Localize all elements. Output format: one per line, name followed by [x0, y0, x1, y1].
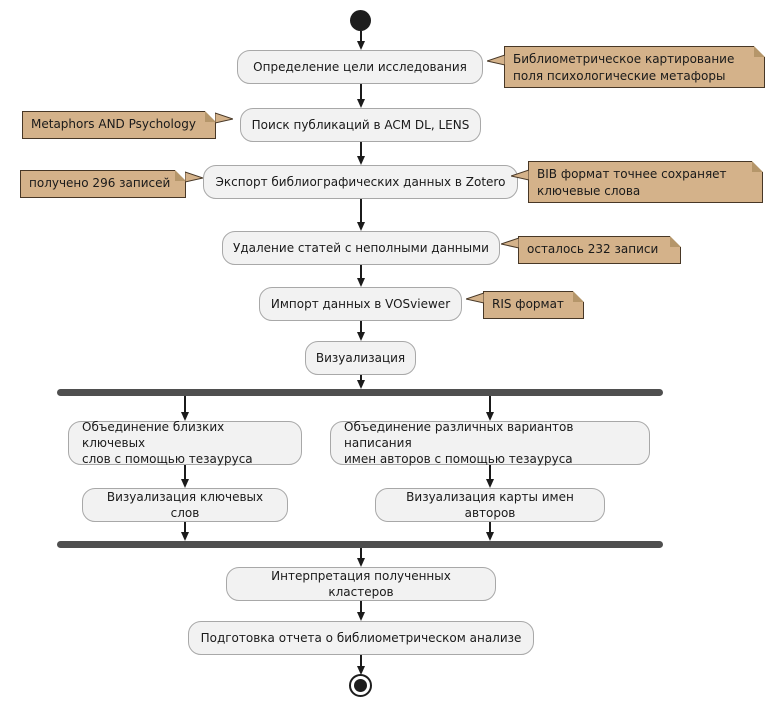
activity-prepare-report: Подготовка отчета о библиометрическом ан… — [188, 621, 534, 655]
activity-visualization: Визуализация — [305, 341, 416, 375]
initial-node-icon — [350, 10, 371, 31]
note-connector-icon — [501, 237, 519, 249]
activity-interpret-clusters: Интерпретация полученных кластеров — [226, 567, 496, 601]
final-node-icon — [349, 674, 372, 697]
note-records-received: получено 296 записей — [20, 170, 186, 198]
activity-label: Удаление статей с неполными данными — [233, 241, 489, 255]
arrow-line — [184, 522, 186, 535]
final-node-dot — [354, 679, 367, 692]
arrow-line — [360, 84, 362, 102]
note-records-remaining: осталось 232 записи — [518, 236, 681, 264]
activity-visualize-keywords: Визуализация ключевых слов — [82, 488, 288, 522]
note-bibliometric-mapping: Библиометрическое картирование поля псих… — [504, 46, 765, 88]
activity-export-zotero: Экспорт библиографических данных в Zoter… — [203, 165, 518, 199]
join-bar — [57, 541, 663, 548]
activity-label: Интерпретация полученных кластеров — [271, 569, 451, 599]
arrow-head-icon — [356, 380, 365, 389]
activity-label: Визуализация карты имен авторов — [406, 490, 574, 520]
activity-remove-incomplete: Удаление статей с неполными данными — [222, 231, 500, 265]
arrow-head-icon — [356, 156, 365, 165]
arrow-head-icon — [356, 666, 365, 675]
note-connector-icon — [466, 292, 484, 304]
arrow-line — [360, 548, 362, 561]
activity-label: Подготовка отчета о библиометрическом ан… — [200, 631, 522, 645]
note-connector-icon — [511, 169, 529, 181]
arrow-head-icon — [356, 222, 365, 231]
arrow-head-icon — [180, 412, 189, 421]
arrow-line — [184, 396, 186, 415]
note-bib-format: BIB формат точнее сохраняет ключевые сло… — [528, 161, 763, 203]
note-search-query: Metaphors AND Psychology — [22, 111, 216, 139]
arrow-head-icon — [356, 612, 365, 621]
activity-label: Определение цели исследования — [253, 60, 467, 74]
activity-visualize-author-map: Визуализация карты имен авторов — [375, 488, 605, 522]
activity-label: Визуализация — [315, 351, 406, 365]
activity-search-publications: Поиск публикаций в ACM DL, LENS — [240, 108, 481, 142]
activity-label: Экспорт библиографических данных в Zoter… — [215, 175, 506, 189]
arrow-line — [360, 321, 362, 335]
activity-label: Поиск публикаций в ACM DL, LENS — [251, 118, 470, 132]
arrow-head-icon — [485, 532, 494, 541]
note-connector-icon — [487, 54, 505, 66]
arrow-head-icon — [356, 332, 365, 341]
arrow-head-icon — [356, 41, 365, 50]
arrow-head-icon — [356, 558, 365, 567]
arrow-head-icon — [485, 412, 494, 421]
arrow-head-icon — [485, 479, 494, 488]
note-connector-icon — [215, 112, 233, 124]
activity-define-goal: Определение цели исследования — [237, 50, 483, 84]
arrow-line — [360, 142, 362, 159]
activity-merge-keywords: Объединение близких ключевых слов с помо… — [68, 420, 302, 466]
note-ris-format: RIS формат — [483, 291, 584, 319]
activity-label: Визуализация ключевых слов — [106, 490, 264, 520]
arrow-line — [360, 265, 362, 281]
arrow-line — [360, 31, 362, 45]
activity-merge-author-names: Объединение различных вариантов написани… — [330, 420, 650, 466]
arrow-line — [360, 199, 362, 225]
arrow-line — [489, 522, 491, 535]
note-connector-icon — [185, 171, 203, 183]
arrow-line — [184, 465, 186, 482]
arrow-line — [360, 601, 362, 615]
arrow-line — [489, 465, 491, 482]
arrow-line — [489, 396, 491, 415]
arrow-head-icon — [356, 99, 365, 108]
activity-label: Объединение близких ключевых слов с помо… — [82, 420, 253, 466]
activity-import-vosviewer: Импорт данных в VOSviewer — [259, 287, 462, 321]
activity-label: Объединение различных вариантов написани… — [344, 420, 574, 466]
arrow-head-icon — [180, 532, 189, 541]
arrow-head-icon — [180, 479, 189, 488]
arrow-line — [360, 655, 362, 669]
fork-bar — [57, 389, 663, 396]
activity-label: Импорт данных в VOSviewer — [270, 297, 451, 311]
arrow-head-icon — [356, 278, 365, 287]
